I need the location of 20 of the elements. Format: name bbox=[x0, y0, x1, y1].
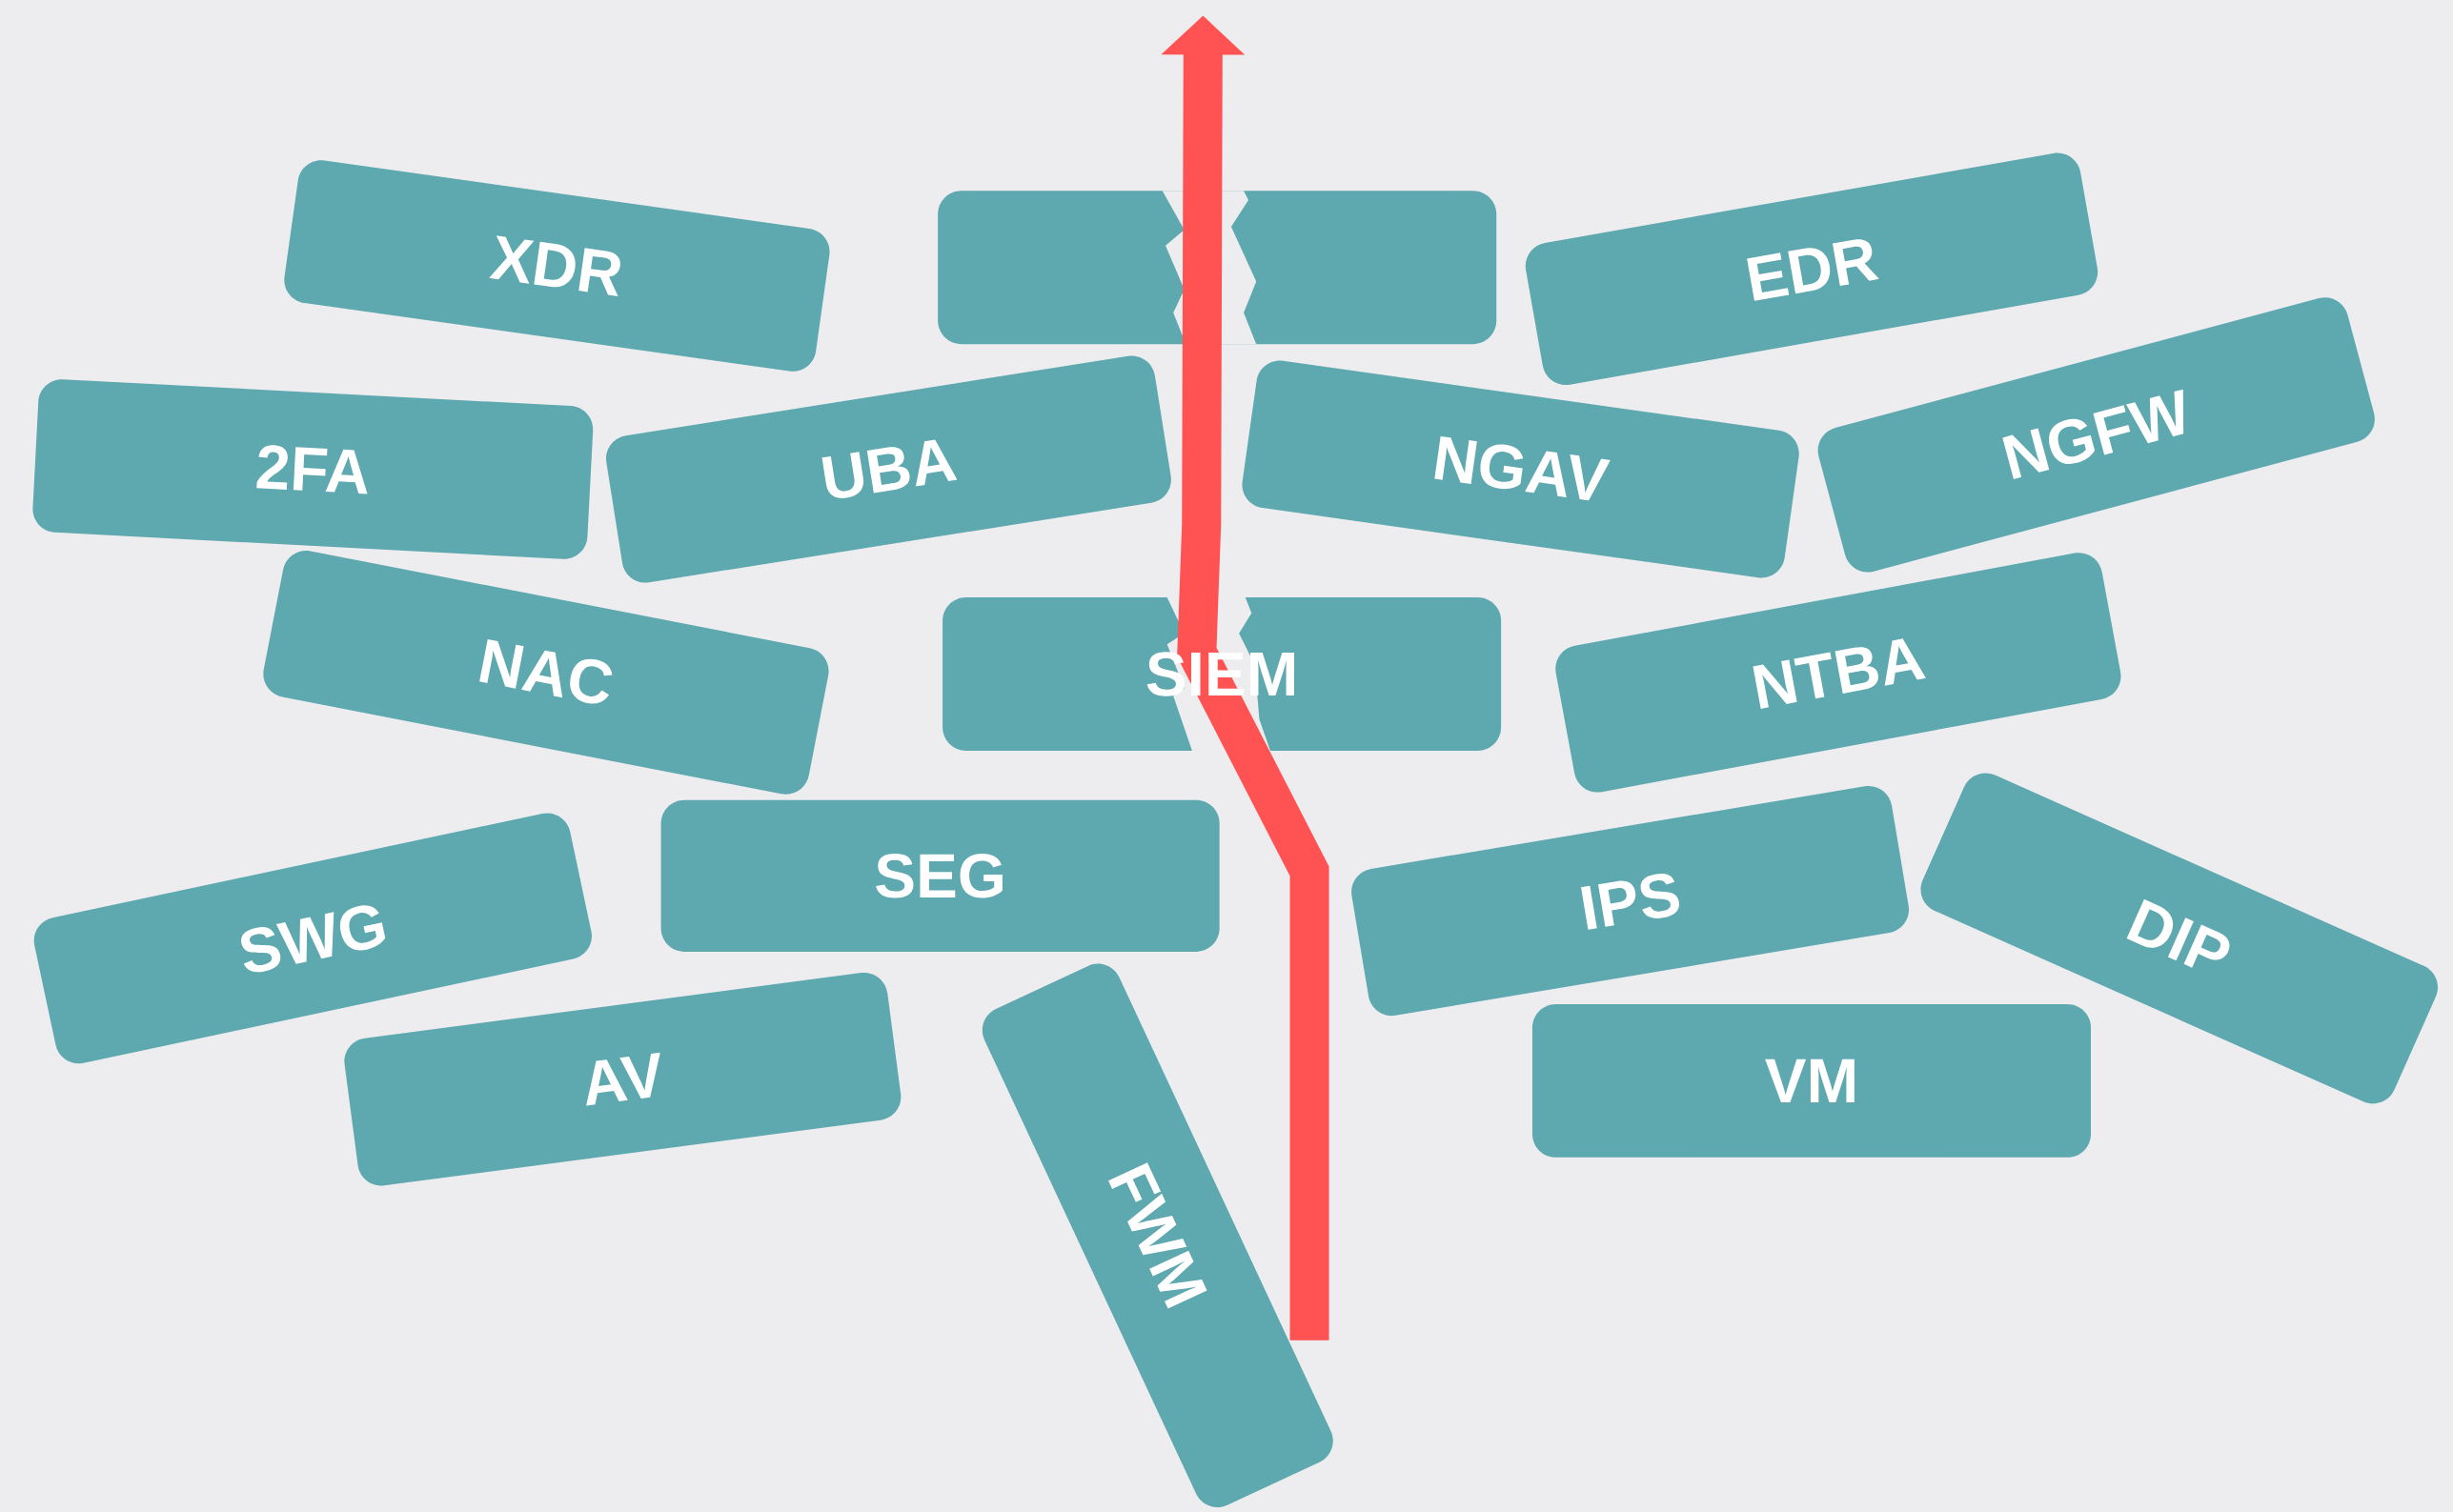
box-label: EDR bbox=[1747, 238, 1879, 301]
box-label: NAC bbox=[479, 638, 613, 704]
box-label: NGAV bbox=[1434, 435, 1611, 501]
box-label: XDR bbox=[489, 235, 620, 296]
label-box bbox=[660, 799, 1220, 952]
cracked-box bbox=[938, 191, 1497, 344]
box-label: AV bbox=[586, 1052, 660, 1106]
label-box bbox=[32, 378, 594, 559]
label-box bbox=[943, 596, 1502, 751]
box-label: IPS bbox=[1581, 873, 1679, 930]
box-label: 2FA bbox=[256, 445, 368, 494]
box-label: SWG bbox=[241, 905, 386, 973]
box-label: VM bbox=[1765, 1058, 1855, 1102]
box-label: DIP bbox=[2126, 898, 2230, 968]
box-label: FWM bbox=[1108, 1162, 1207, 1309]
box-label: NGFW bbox=[2002, 389, 2184, 479]
box-label: UBA bbox=[821, 439, 958, 498]
box-label: NTBA bbox=[1753, 638, 1926, 709]
box-label: SEG bbox=[876, 853, 1003, 898]
label-box bbox=[1531, 1003, 2091, 1158]
